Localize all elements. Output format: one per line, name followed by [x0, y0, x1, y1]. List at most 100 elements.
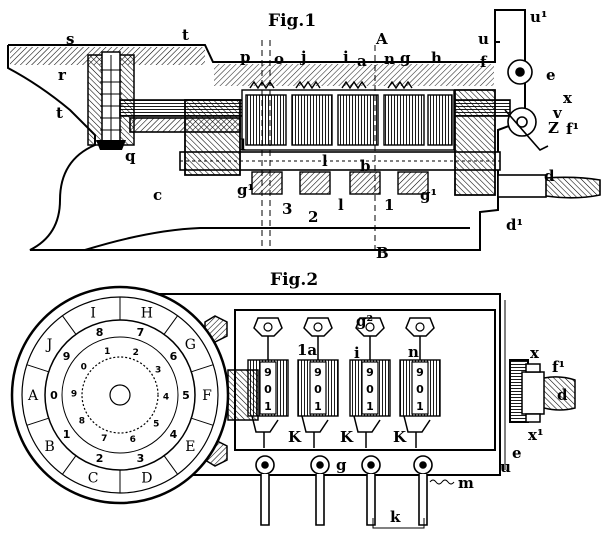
dial-letter-D: D [141, 471, 152, 487]
dial-tick [163, 315, 179, 335]
label-u: u [478, 30, 489, 48]
lever-1 [255, 455, 275, 526]
left-hub [184, 99, 241, 176]
dial-number: 7 [137, 326, 145, 339]
clamp-pin [263, 322, 273, 332]
label-j: j [299, 48, 306, 66]
clamp-pin [415, 322, 425, 332]
label-q: q [125, 147, 136, 165]
counting-wheels [241, 80, 455, 195]
mechanism-e [497, 59, 601, 199]
dial-number: 6 [170, 350, 178, 363]
label-u-fig2: u [500, 458, 511, 476]
dial-inner-number: 9 [71, 389, 77, 399]
k-bracket [372, 518, 425, 529]
label-f1-fig2: f¹ [552, 358, 565, 376]
pawl [403, 415, 431, 433]
digit-window [361, 361, 379, 415]
label-two: 2 [308, 208, 318, 226]
pawl [353, 415, 381, 433]
fig2-right-mechanism [521, 363, 576, 423]
label-g2: g² [356, 312, 373, 330]
screw-assembly [87, 51, 135, 150]
dial-number: 9 [63, 350, 71, 363]
pawl [251, 415, 279, 433]
label-K3: K [393, 428, 407, 446]
wheel-digit: 0 [314, 383, 322, 396]
label-d-fig2: d [557, 386, 568, 404]
wheel-digit: 1 [314, 400, 322, 413]
dial-tick [26, 364, 49, 373]
figure-1: Fig.1 [7, 8, 601, 262]
label-d1: d¹ [506, 216, 523, 234]
label-f1: f¹ [566, 120, 579, 138]
wheel-digit: 1 [366, 400, 374, 413]
label-v: v [552, 104, 563, 122]
label-s: s [66, 30, 74, 48]
label-n: n [384, 50, 395, 68]
fig1-title: Fig.1 [268, 11, 316, 31]
label-p: p [240, 48, 251, 66]
dial-inner-number: 3 [155, 365, 161, 375]
dial-tick [163, 455, 179, 475]
label-l-right: 1 [384, 196, 394, 214]
dial-number: 5 [182, 389, 190, 402]
label-d: d [544, 167, 555, 185]
label-e: e [546, 66, 556, 84]
clamp-pin [365, 322, 375, 332]
wheel-unit-4: 901 [399, 317, 441, 448]
wheel-unit-2: 9 0 1 [297, 317, 339, 448]
label-three: 3 [282, 200, 292, 218]
dial-number: 8 [96, 326, 104, 339]
dial-inner-number: 4 [163, 393, 169, 403]
digit-window [259, 361, 277, 415]
dial-inner-number: 6 [130, 435, 136, 445]
right-hub [454, 89, 496, 196]
dial-inner-number: 1 [104, 347, 110, 357]
lever-2 [310, 455, 330, 526]
dial-inner-number: 0 [81, 363, 87, 373]
fig2-labels: g² 1a i n K K K g m k u e x x¹ f¹ d [288, 312, 568, 526]
label-t-top: t [182, 26, 189, 44]
fig2-title: Fig.2 [270, 270, 318, 290]
label-h: h [431, 49, 442, 67]
label-g1-left: g¹ [237, 181, 254, 199]
label-g1-right: g¹ [420, 186, 437, 204]
dial-tick [61, 455, 77, 475]
dial-letter-A: A [27, 388, 39, 404]
dial-letter-F: F [202, 388, 212, 404]
label-n-fig2: n [408, 343, 419, 361]
dial-letter-I: I [90, 305, 96, 321]
wheel-digit: 9 [314, 366, 322, 379]
label-K2: K [340, 428, 354, 446]
dial-letter-J: J [45, 337, 53, 353]
label-l-left: l [240, 136, 246, 154]
label-f: f [480, 53, 488, 71]
label-o: o [274, 50, 284, 68]
label-l-b: l [338, 196, 344, 214]
dial-letter-E: E [185, 439, 195, 455]
wheel-digit: 0 [264, 383, 272, 396]
plate-hatch-right [214, 64, 494, 86]
wheel-unit-3: 901 [349, 317, 391, 448]
dial-inner-number: 5 [153, 419, 159, 429]
dial-inner-number: 7 [101, 434, 107, 444]
dial-inner-number: 2 [133, 348, 139, 358]
levers-k [255, 455, 433, 526]
label-g: g [400, 49, 411, 67]
label-c: c [153, 186, 162, 204]
dial-number: 3 [137, 452, 145, 465]
wheel-digit: 9 [366, 366, 374, 379]
fig1-housing [7, 9, 526, 251]
dial-letter-H: H [141, 305, 153, 321]
label-m: m [458, 474, 474, 492]
dial-tick [191, 417, 214, 426]
dial-number: 0 [50, 389, 58, 402]
dial-tick [26, 417, 49, 426]
label-x: x [563, 89, 573, 107]
label-1a: 1a [297, 341, 317, 359]
